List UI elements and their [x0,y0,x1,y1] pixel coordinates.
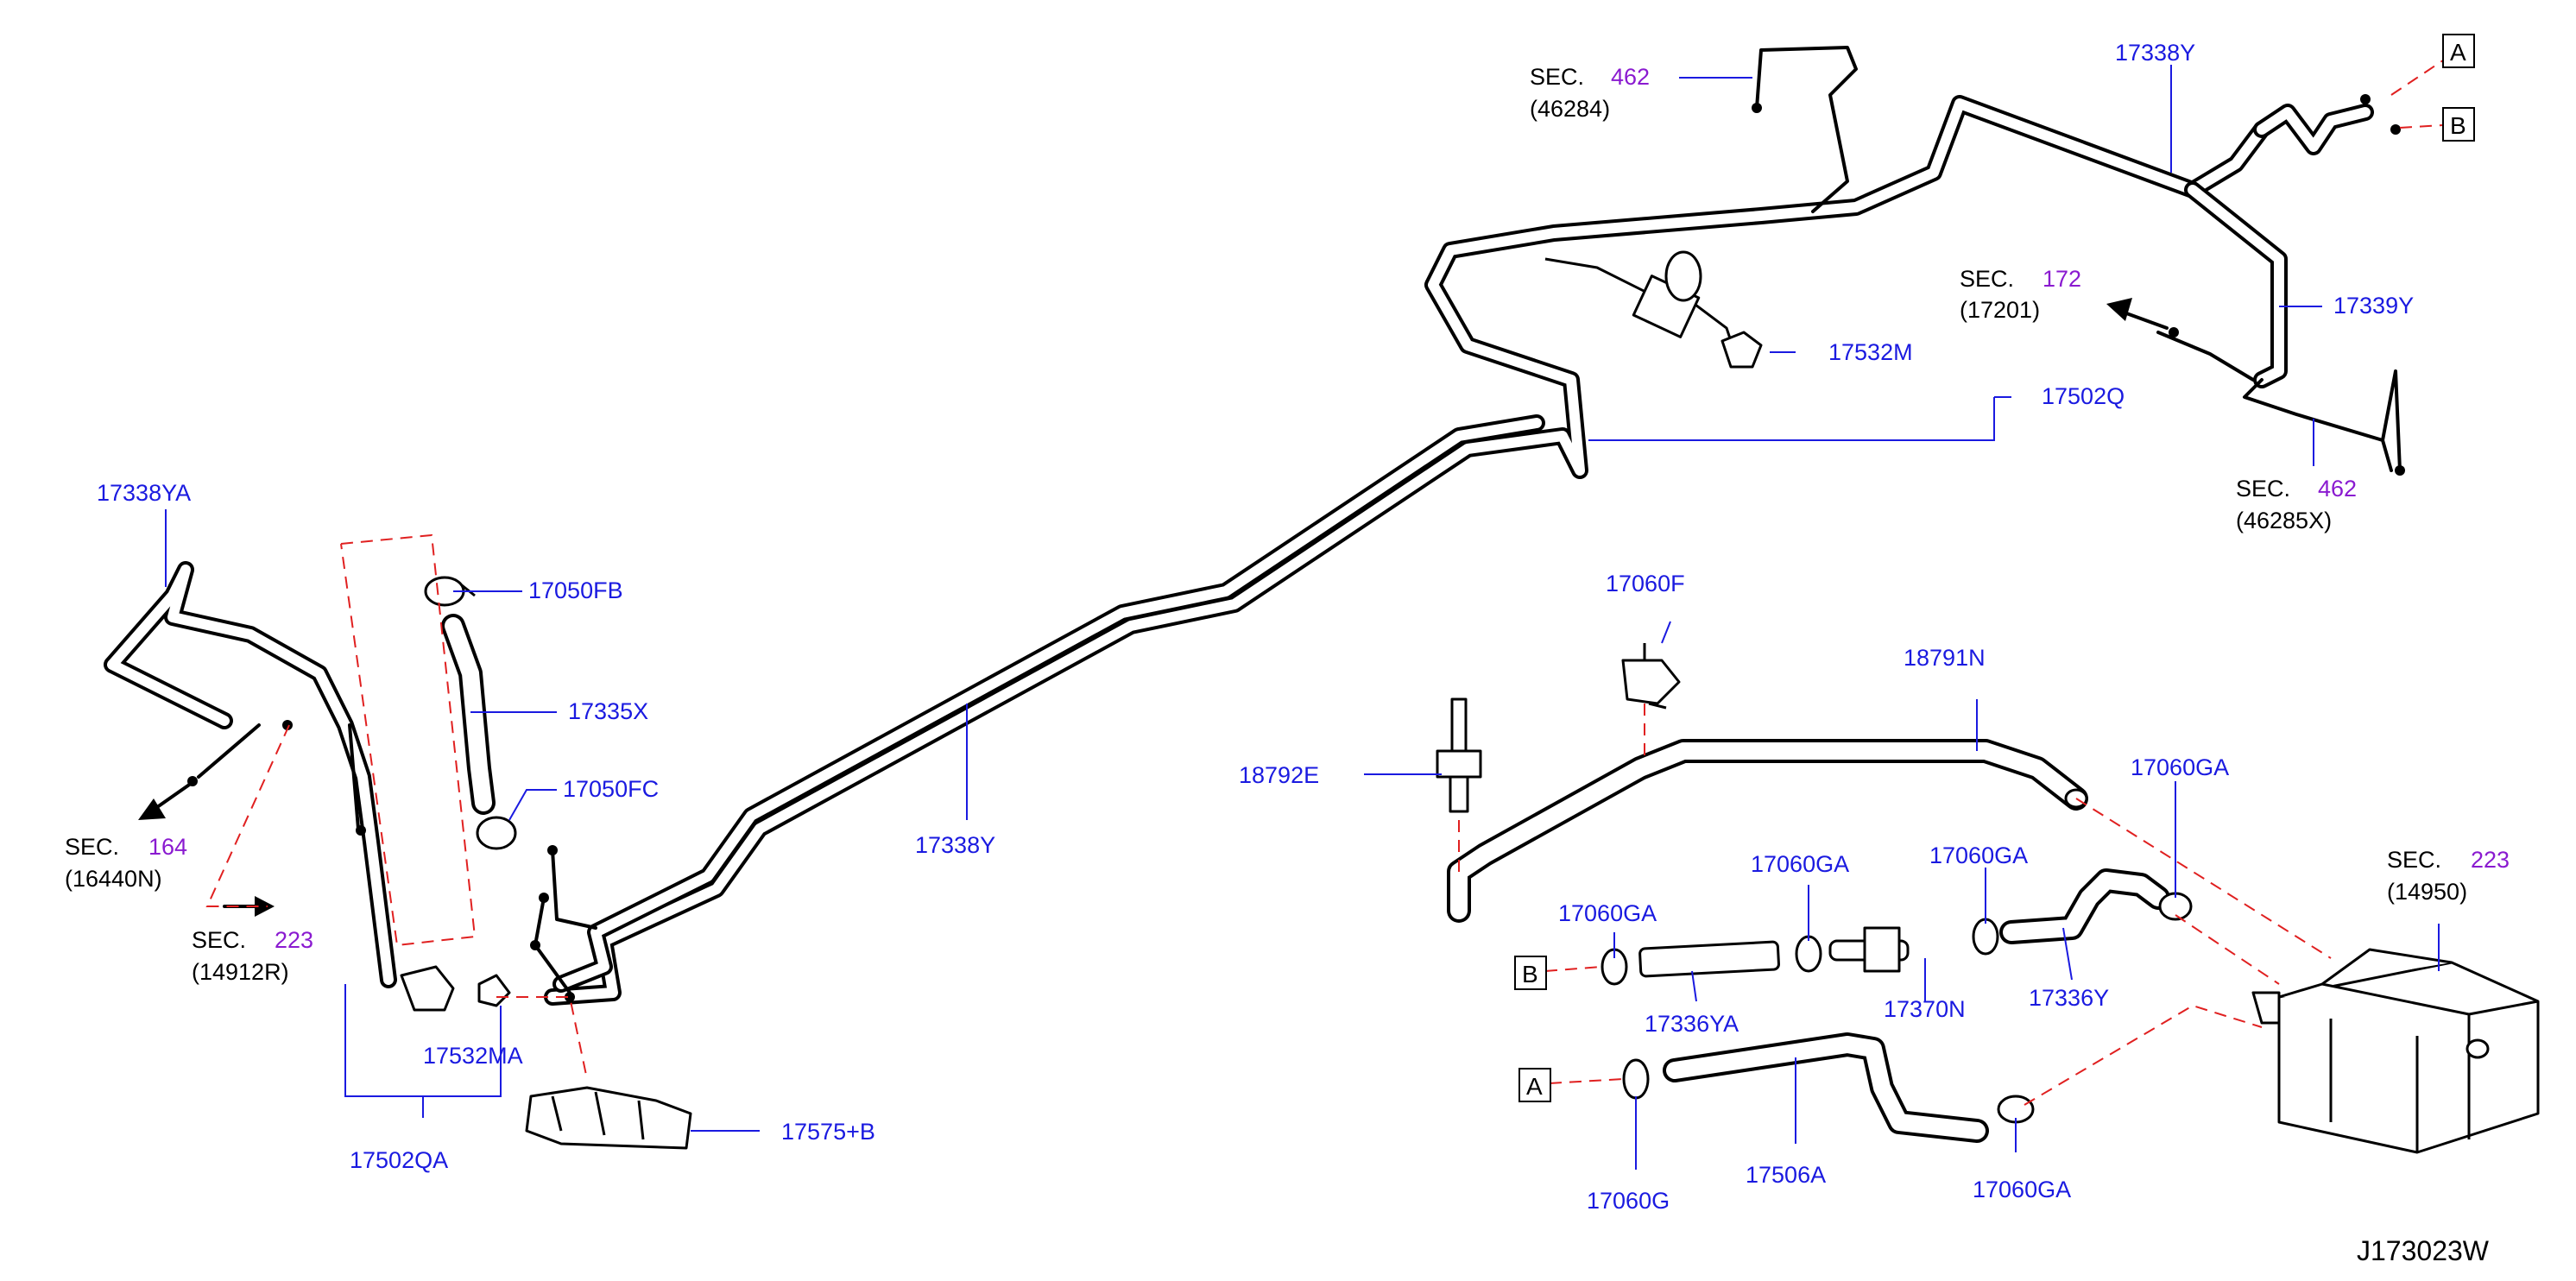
label-17060g: 17060G [1587,1188,1670,1214]
hose-17336y [1999,868,2170,944]
hose-17335x [441,614,496,815]
connector-boxes: A B B A [1514,34,2475,1102]
label-17050fb: 17050FB [528,577,623,603]
leader-lines [165,65,2440,1170]
sec-164-number: 164 [148,834,187,860]
label-17502qa: 17502QA [350,1147,448,1173]
sec-462-top-number: 462 [1611,64,1650,90]
connector-b-top: B [2450,112,2466,139]
sec-223-left-number: 223 [275,927,313,953]
sec-223-right-prefix: SEC. [2387,847,2441,873]
sec-462-top-prefix: SEC. [1530,64,1584,90]
label-18792e: 18792E [1239,762,1319,788]
sec-462-top-ref: (46284) [1530,96,1610,122]
main-pipe-bundle [544,46,2402,1006]
part-labels: 17338YA 17050FB 17335X 17050FC 17338Y 17… [97,40,2414,1214]
sec-223-right-ref: (14950) [2387,879,2467,905]
connector-b-bottom: B [1522,961,1538,988]
sec-164-prefix: SEC. [65,834,119,860]
sec-462-bottom-number: 462 [2318,476,2357,502]
sec-172-number: 172 [2042,266,2081,292]
sec-164-ref: (16440N) [65,866,162,892]
diagram-code: J173023W [2357,1235,2490,1266]
section-refs: SEC. 462 (46284) SEC. 172 (17201) SEC. 4… [65,64,2510,985]
label-18791n: 18791N [1904,645,1986,671]
label-17336y: 17336Y [2029,985,2109,1011]
label-17050fc: 17050FC [563,776,659,802]
label-17532ma: 17532MA [423,1043,523,1069]
sec-223-right-number: 223 [2471,847,2510,873]
label-17339y: 17339Y [2333,293,2414,319]
label-17060ga-bottom: 17060GA [1973,1177,2071,1202]
label-17502q: 17502Q [2042,383,2125,409]
label-17338y-top: 17338Y [2115,40,2195,66]
label-17575b: 17575+B [781,1119,875,1145]
clamp-17060g [1622,1058,1650,1100]
label-17060ga-right: 17060GA [1929,842,2028,868]
sec-223-left-ref: (14912R) [192,959,289,985]
sec-462-bottom-ref: (46285X) [2236,508,2332,533]
left-pipe-17338ya [104,561,397,988]
connector-17532ma [400,965,511,1012]
label-17335x: 17335X [568,698,648,724]
hose-17336ya [1638,940,1780,978]
dashed-assembly-guides [205,60,2444,1106]
connector-a-bottom: A [1526,1073,1543,1100]
clamp-17050fc [476,816,517,850]
label-17338y-main: 17338Y [915,832,995,858]
sec-462-bottom-prefix: SEC. [2236,476,2290,502]
clip-17060f [1621,643,1681,710]
hose-18791n [1447,739,2088,923]
label-17338ya: 17338YA [97,480,191,506]
connector-a-top: A [2450,39,2466,66]
label-17506a: 17506A [1746,1162,1826,1188]
label-17060ga-mid: 17060GA [1751,851,1849,877]
label-17532m: 17532M [1828,339,1913,365]
label-17060ga-far: 17060GA [2131,754,2229,780]
valve-18792e [1436,697,1482,813]
label-17060f: 17060F [1606,571,1685,596]
hose-17506a [1663,1032,1989,1143]
quick-connector-17532m [1544,250,1763,369]
label-17336ya: 17336YA [1645,1011,1739,1037]
label-17370n: 17370N [1884,996,1966,1022]
sec-223-left-prefix: SEC. [192,927,246,953]
label-17060ga-left: 17060GA [1558,900,1657,926]
bracket-17575b [525,1086,692,1150]
sec-172-prefix: SEC. [1960,266,2014,292]
valve-17370n [1828,926,1910,973]
canister-14950 [2251,948,2540,1154]
sec-172-ref: (17201) [1960,297,2040,323]
